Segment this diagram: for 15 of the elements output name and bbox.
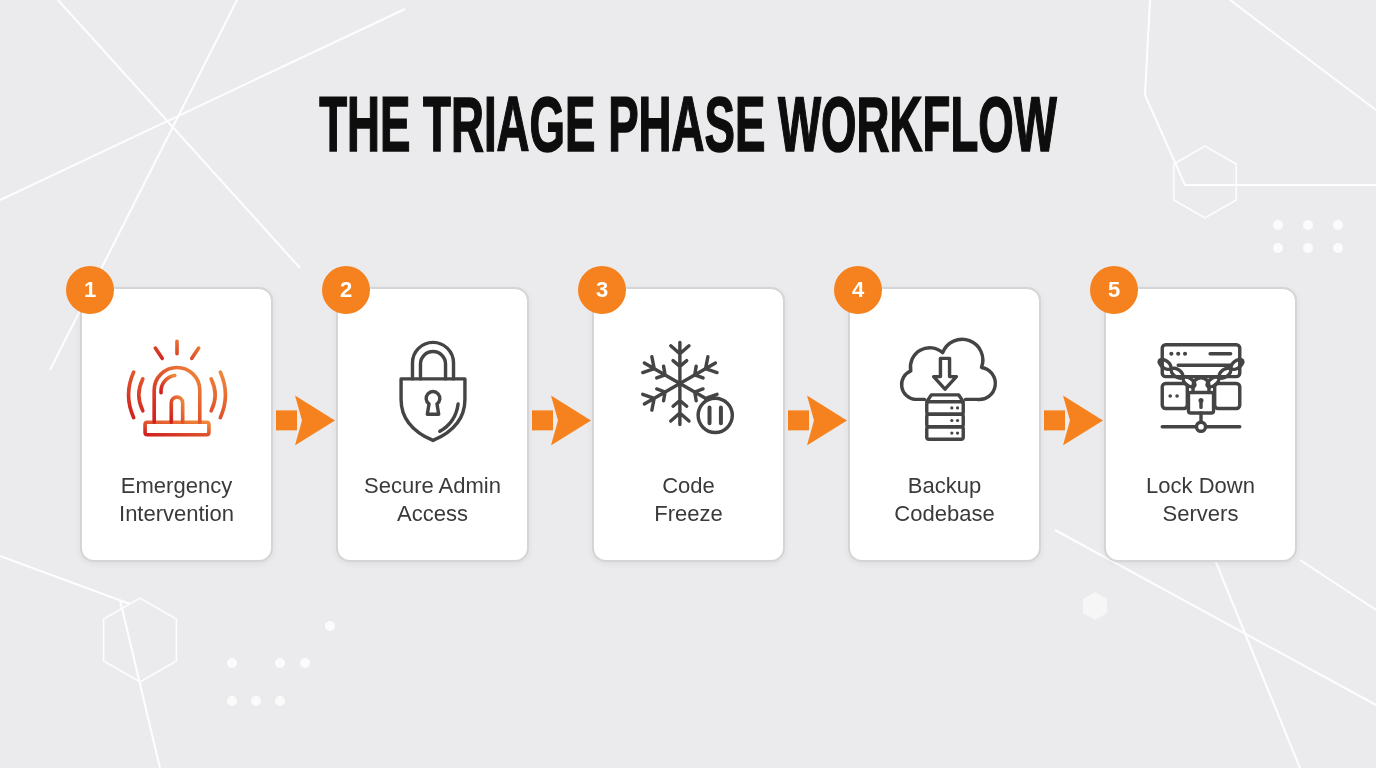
- step-number: 3: [578, 266, 626, 314]
- step-label: Secure Admin Access: [363, 472, 502, 528]
- arrow: [532, 395, 591, 446]
- step-number: 4: [834, 266, 882, 314]
- arrow: [276, 395, 335, 446]
- step-number: 1: [66, 266, 114, 314]
- step-label: Lock Down Servers: [1145, 472, 1256, 528]
- step-label: Backup Codebase: [893, 472, 996, 528]
- step-label: Emergency Intervention: [118, 472, 235, 528]
- arrow: [1044, 395, 1103, 446]
- step-number: 5: [1090, 266, 1138, 314]
- step-label: Code Freeze: [653, 472, 724, 528]
- arrow: [788, 395, 847, 446]
- title: THE TRIAGE PHASE WORKFLOW: [319, 85, 1057, 163]
- step-number: 2: [322, 266, 370, 314]
